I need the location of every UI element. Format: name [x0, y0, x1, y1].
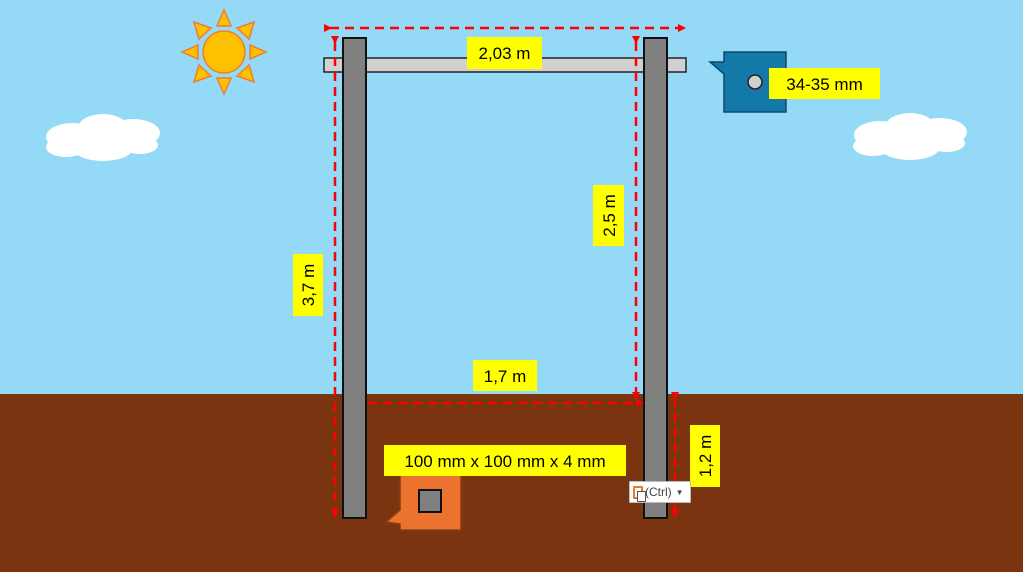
clipboard-icon	[633, 485, 646, 502]
ground	[0, 394, 1023, 572]
label-bar-diameter-text: 34-35 mm	[786, 75, 863, 94]
cloud-left	[46, 114, 160, 161]
label-top-width-text: 2,03 m	[479, 44, 531, 63]
label-total-height-text: 3,7 m	[299, 264, 318, 307]
label-clear-height-text: 2,5 m	[600, 194, 619, 237]
label-post-profile: 100 mm x 100 mm x 4 mm	[384, 445, 626, 476]
label-clear-height: 2,5 m	[593, 185, 624, 246]
label-buried-depth: 1,2 m	[690, 425, 720, 487]
label-top-width: 2,03 m	[467, 37, 542, 69]
paste-options-button[interactable]: (Ctrl) ▼	[629, 481, 691, 503]
callout-bar-section	[707, 51, 787, 113]
label-buried-depth-text: 1,2 m	[696, 435, 715, 478]
left-post	[342, 37, 367, 519]
label-inner-width: 1,7 m	[473, 360, 537, 391]
cloud-right	[853, 113, 967, 160]
callout-post-section	[384, 474, 462, 531]
sun-icon	[180, 8, 268, 96]
label-total-height: 3,7 m	[293, 254, 323, 316]
label-inner-width-text: 1,7 m	[484, 367, 527, 386]
label-bar-diameter: 34-35 mm	[769, 68, 880, 99]
paste-options-label: (Ctrl)	[645, 485, 672, 499]
chevron-down-icon: ▼	[675, 487, 684, 497]
right-post	[643, 37, 668, 519]
label-post-profile-text: 100 mm x 100 mm x 4 mm	[404, 452, 605, 471]
